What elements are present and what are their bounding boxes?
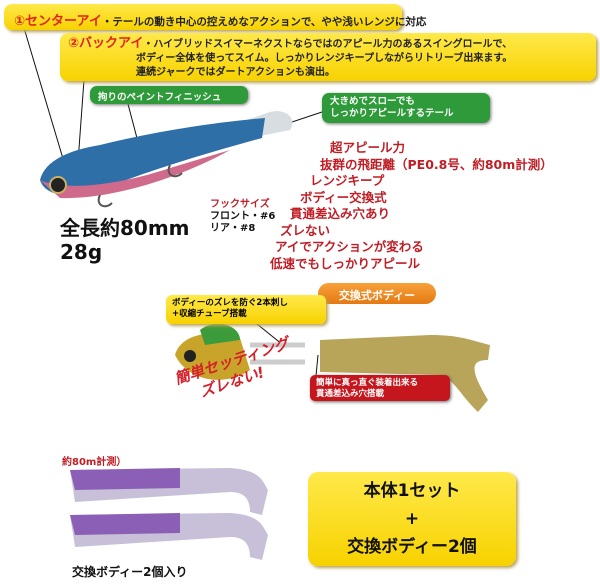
feature-item: 抜群の飛距離（PE0.8号、約80m計測） bbox=[320, 156, 553, 172]
double-pin-callout: ボディーのズレを防ぐ2本刺し+収縮チューブ搭載 bbox=[166, 295, 326, 324]
back-eye-line: ボディー全体を使ってスイム。しっかりレンジキープしながらリトリーブ出来ます。 bbox=[136, 53, 513, 64]
hook-title: フックサイズ bbox=[210, 199, 270, 210]
feature-list: 超アピール力 抜群の飛距離（PE0.8号、約80m計測） レンジキープ ボディー… bbox=[240, 140, 553, 272]
feature-item: アイでアクションが変わる bbox=[275, 239, 424, 254]
set-line: 本体1セット bbox=[363, 481, 461, 501]
back-eye-line: 連続ジャークではダートアクションも演出。 bbox=[136, 67, 335, 78]
swap-body-label: 交換式ボディー bbox=[318, 283, 436, 304]
hook-front: フロント・#6 bbox=[210, 211, 276, 222]
callout-line: 簡単に真っ直ぐ装着出来る bbox=[316, 378, 419, 388]
weight-text: 28g bbox=[60, 240, 103, 264]
bodies-caption: 交換ボディー2個入り bbox=[72, 565, 188, 579]
lure-main-image bbox=[40, 111, 293, 208]
lure-swap-image bbox=[175, 323, 490, 412]
feature-item: レンジキープ bbox=[310, 173, 385, 188]
set-contents-box: 本体1セット + 交換ボディー2個 bbox=[308, 472, 516, 566]
through-hole-callout: 簡単に真っ直ぐ装着出来る貫通差込み穴搭載 bbox=[310, 375, 450, 401]
back-eye-title: ②バックアイ bbox=[68, 36, 144, 51]
feature-item: ズレない bbox=[280, 222, 331, 238]
callout-line: +収縮チューブ搭載 bbox=[172, 309, 247, 319]
feature-item: ボディー交換式 bbox=[300, 189, 387, 205]
set-line: 交換ボディー2個 bbox=[347, 537, 477, 557]
feature-item: 貫通差込み穴あり bbox=[290, 206, 391, 221]
tail-label-line: 大きめでスローでも bbox=[330, 96, 415, 107]
partial-text: 約80m計測） bbox=[62, 457, 127, 468]
swap-bodies-image bbox=[70, 468, 268, 560]
callout-center-eye: ①センターアイ・テールの動き中心の控えめなアクションで、やや浅いレンジに対応 bbox=[4, 4, 426, 30]
center-eye-text: ・テールの動き中心の控えめなアクションで、やや浅いレンジに対応 bbox=[101, 16, 427, 28]
paint-finish-label: 拘りのペイントフィニッシュ bbox=[90, 86, 248, 104]
center-eye-title: ①センターアイ bbox=[14, 14, 102, 29]
callout-line: 貫通差込み穴搭載 bbox=[316, 388, 385, 399]
tail-label-line: しっかりアピールするテール bbox=[330, 108, 454, 119]
set-plus: + bbox=[404, 509, 420, 529]
feature-item: 超アピール力 bbox=[330, 140, 406, 155]
hook-rear: リア・#8 bbox=[210, 223, 256, 234]
back-eye-line: ・ハイブリッドスイマーネクストならではのアピール力のあるスイングロールで、 bbox=[143, 39, 513, 50]
callout-line: ボディーのズレを防ぐ2本刺し bbox=[172, 298, 288, 308]
feature-item: 低速でもしっかりアピール bbox=[270, 255, 421, 271]
tail-label: 大きめでスローでもしっかりアピールするテール bbox=[322, 93, 490, 123]
callout-back-eye: ②バックアイ・ハイブリッドスイマーネクストならではのアピール力のあるスイングロー… bbox=[60, 33, 596, 81]
length-text: 全長約80mm bbox=[60, 216, 190, 240]
